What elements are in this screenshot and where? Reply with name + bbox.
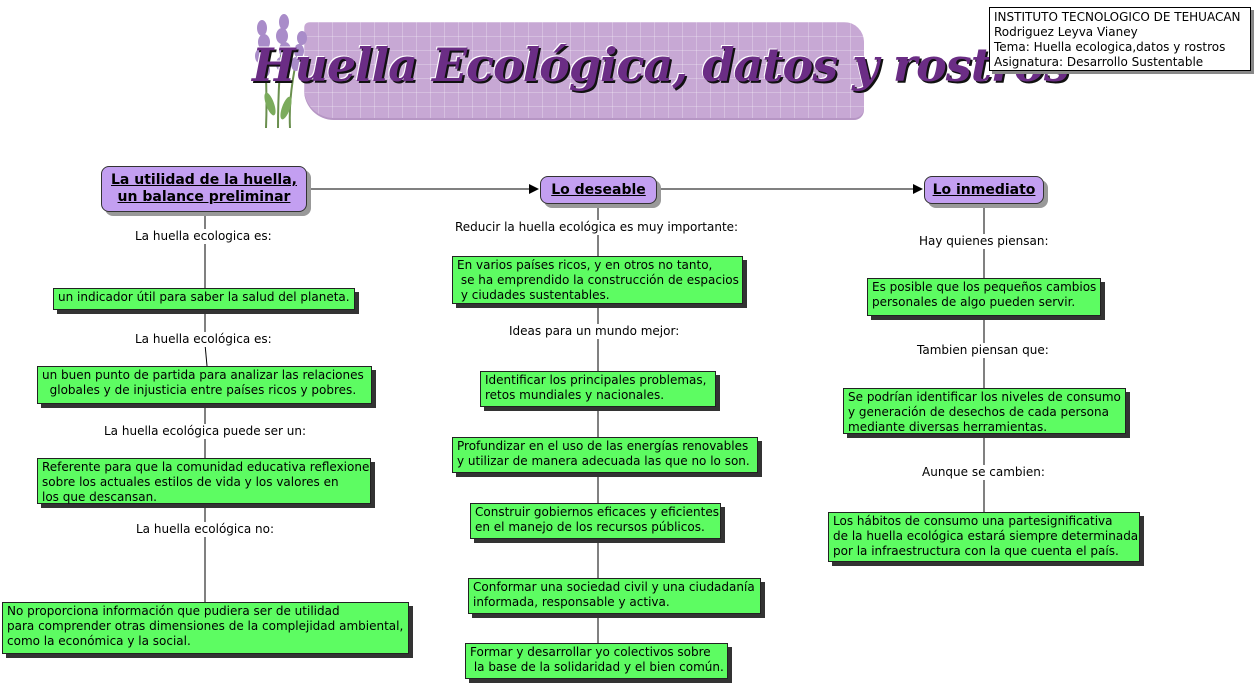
col2-box-2: Identificar los principales problemas, r… bbox=[480, 371, 716, 407]
subject: Asignatura: Desarrollo Sustentable bbox=[994, 55, 1246, 70]
col1-label-1: La huella ecologica es: bbox=[132, 229, 275, 244]
col2-label-1: Reducir la huella ecológica es muy impor… bbox=[452, 220, 741, 235]
col2-label-2: Ideas para un mundo mejor: bbox=[506, 324, 682, 339]
col1-box-2: un buen punto de partida para analizar l… bbox=[37, 366, 372, 404]
title-banner: Huella Ecológica, datos y rostros bbox=[244, 8, 884, 130]
col3-label-3: Aunque se cambien: bbox=[919, 465, 1048, 480]
institute-name: INSTITUTO TECNOLOGICO DE TEHUACAN bbox=[994, 10, 1246, 25]
topic: Tema: Huella ecologica,datos y rostros bbox=[994, 40, 1246, 55]
col1-label-2: La huella ecológica es: bbox=[132, 332, 275, 347]
col3-label-1: Hay quienes piensan: bbox=[916, 234, 1051, 249]
col2-box-1: En varios países ricos, y en otros no ta… bbox=[452, 256, 743, 304]
col2-box-4: Construir gobiernos eficaces y eficiente… bbox=[470, 503, 721, 539]
student-info-box: INSTITUTO TECNOLOGICO DE TEHUACAN Rodrig… bbox=[989, 7, 1251, 71]
col3-label-2: Tambien piensan que: bbox=[914, 343, 1052, 358]
col3-box-3: Los hábitos de consumo una partesignific… bbox=[828, 512, 1140, 562]
col3-box-2: Se podrían identificar los niveles de co… bbox=[843, 388, 1126, 434]
col2-box-5: Conformar una sociedad civil y una ciuda… bbox=[468, 578, 761, 614]
col1-label-3: La huella ecológica puede ser un: bbox=[101, 424, 309, 439]
header-utilidad: La utilidad de la huella, un balance pre… bbox=[101, 166, 307, 212]
col1-label-4: La huella ecológica no: bbox=[133, 522, 277, 537]
col1-box-3: Referente para que la comunidad educativ… bbox=[37, 458, 371, 504]
col3-box-1: Es posible que los pequeños cambios pers… bbox=[867, 278, 1101, 316]
col1-box-4: No proporciona información que pudiera s… bbox=[2, 602, 409, 654]
banner-title: Huella Ecológica, datos y rostros bbox=[252, 38, 892, 92]
header-deseable: Lo deseable bbox=[540, 176, 657, 204]
header-inmediato: Lo inmediato bbox=[924, 176, 1044, 204]
col2-box-6: Formar y desarrollar yo colectivos sobre… bbox=[465, 643, 728, 679]
col1-box-1: un indicador útil para saber la salud de… bbox=[53, 288, 355, 310]
col2-box-3: Profundizar en el uso de las energías re… bbox=[452, 437, 758, 473]
student-name: Rodriguez Leyva Vianey bbox=[994, 25, 1246, 40]
